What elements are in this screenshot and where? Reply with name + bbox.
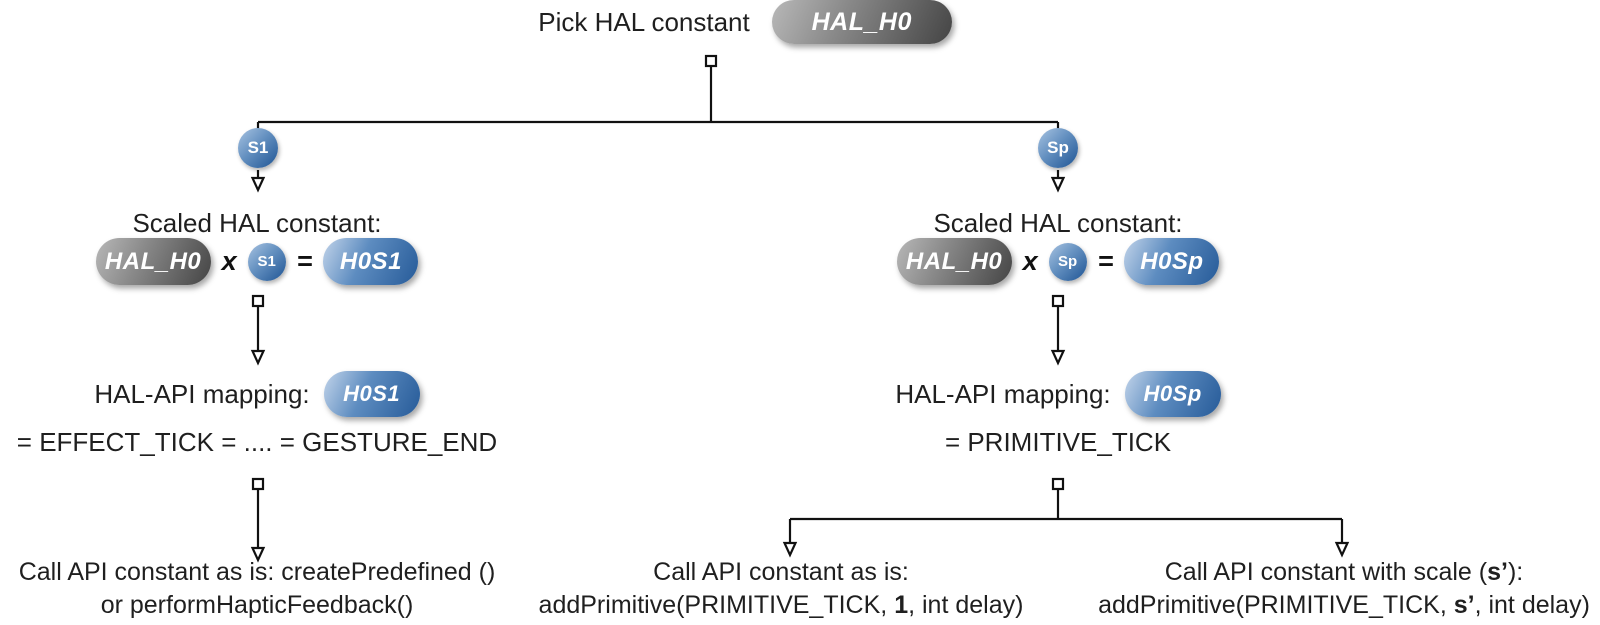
action-scaled-block: Call API constant with scale (s’): addPr… [1087, 556, 1600, 622]
action-as-is-line2: addPrimitive(PRIMITIVE_TICK, 1, int dela… [524, 589, 1038, 622]
right-formula-row: HAL_H0 x Sp = H0Sp [808, 238, 1308, 285]
connector-left-to-action [250, 477, 266, 563]
arrowhead-icon [782, 541, 798, 558]
action-as-is-line2-bold: 1 [894, 591, 909, 619]
left-mapping-pill: H0S1 [323, 371, 420, 417]
right-result-pill: H0Sp [1124, 238, 1220, 285]
connector-right-to-mapping [1050, 294, 1066, 366]
left-hal-pill: HAL_H0 [95, 238, 211, 285]
action-scaled-line1-suffix: ): [1507, 558, 1524, 586]
left-result-pill: H0S1 [323, 238, 419, 285]
left-action-block: Call API constant as is: createPredefine… [0, 556, 514, 622]
left-hal-pill-label: HAL_H0 [104, 247, 202, 275]
connector-s1-arrow [250, 170, 266, 193]
scale-badge-sp: Sp [1038, 128, 1078, 168]
action-as-is-line2-suffix: , int delay) [908, 591, 1024, 619]
left-formula-row: HAL_H0 x S1 = H0S1 [7, 238, 507, 285]
arrowhead-icon [250, 546, 266, 563]
action-as-is-line2-prefix: addPrimitive(PRIMITIVE_TICK, [538, 591, 895, 619]
action-scaled-line1: Call API constant with scale (s’): [1087, 556, 1600, 589]
connector-right-split [782, 477, 1350, 558]
left-scaled-title: Scaled HAL constant: [7, 207, 507, 239]
action-as-is-block: Call API constant as is: addPrimitive(PR… [524, 556, 1038, 622]
right-result-pill-label: H0Sp [1140, 247, 1204, 275]
scale-badge-sp-label: Sp [1047, 138, 1069, 157]
right-hal-pill: HAL_H0 [896, 238, 1012, 285]
arrowhead-icon [250, 176, 266, 193]
arrowhead-icon [250, 349, 266, 366]
right-hal-pill-label: HAL_H0 [905, 247, 1003, 275]
action-as-is-line1: Call API constant as is: [653, 558, 909, 586]
equals-operator: = [1097, 246, 1114, 276]
arrowhead-icon [1050, 176, 1066, 193]
action-scaled-line1-bold: s’ [1487, 558, 1508, 586]
hal-constant-pill-label: HAL_H0 [811, 7, 912, 36]
connector-node-square [1051, 294, 1065, 308]
right-mapping-equation: = PRIMITIVE_TICK [808, 426, 1308, 458]
right-mapping-pill-label: H0Sp [1143, 381, 1202, 406]
right-scaled-title: Scaled HAL constant: [808, 207, 1308, 239]
root-row: Pick HAL constant HAL_H0 [0, 0, 1490, 44]
left-formula-scale-badge: S1 [247, 242, 286, 281]
multiply-operator: x [1022, 246, 1038, 276]
action-scaled-line2-bold: s’ [1453, 591, 1475, 619]
right-formula-scale-label: Sp [1058, 253, 1078, 270]
connector-node-square [251, 477, 265, 491]
connector-node-square [704, 54, 718, 68]
left-formula-scale-label: S1 [257, 253, 276, 270]
left-mapping-equation: = EFFECT_TICK = .... = GESTURE_END [7, 426, 507, 458]
left-action-line2: or performHapticFeedback() [100, 591, 414, 619]
connector-node-square [1051, 477, 1065, 491]
right-mapping-equation-text: = PRIMITIVE_TICK [944, 427, 1172, 457]
scale-badge-s1: S1 [238, 128, 278, 168]
equals-operator: = [296, 246, 313, 276]
right-formula-scale-badge: Sp [1048, 242, 1087, 281]
left-mapping-equation-text: = EFFECT_TICK = .... = GESTURE_END [16, 427, 498, 457]
arrowhead-icon [1334, 541, 1350, 558]
left-result-pill-label: H0S1 [339, 247, 402, 275]
multiply-operator: x [221, 246, 237, 276]
action-scaled-line2-suffix: , int delay) [1474, 591, 1590, 619]
connector-root-branch [256, 54, 1060, 129]
connector-sp-arrow [1050, 170, 1066, 193]
left-mapping-row: HAL-API mapping: H0S1 [7, 371, 507, 417]
left-mapping-pill-label: H0S1 [343, 381, 401, 406]
connector-left-to-mapping [250, 294, 266, 366]
action-scaled-line2-prefix: addPrimitive(PRIMITIVE_TICK, [1098, 591, 1454, 619]
action-scaled-line2: addPrimitive(PRIMITIVE_TICK, s’, int del… [1087, 589, 1600, 622]
root-label: Pick HAL constant [538, 7, 750, 37]
left-action-line1: Call API constant as is: createPredefine… [18, 558, 496, 586]
right-scaled-title-text: Scaled HAL constant: [933, 208, 1183, 238]
arrowhead-icon [1050, 349, 1066, 366]
left-mapping-label: HAL-API mapping: [94, 379, 310, 409]
action-scaled-line1-prefix: Call API constant with scale ( [1164, 558, 1488, 586]
scale-badge-s1-label: S1 [247, 138, 269, 157]
right-mapping-row: HAL-API mapping: H0Sp [808, 371, 1308, 417]
connector-node-square [251, 294, 265, 308]
right-mapping-pill: H0Sp [1124, 371, 1221, 417]
right-mapping-label: HAL-API mapping: [895, 379, 1111, 409]
left-scaled-title-text: Scaled HAL constant: [132, 208, 382, 238]
hal-constant-pill: HAL_H0 [771, 0, 952, 44]
